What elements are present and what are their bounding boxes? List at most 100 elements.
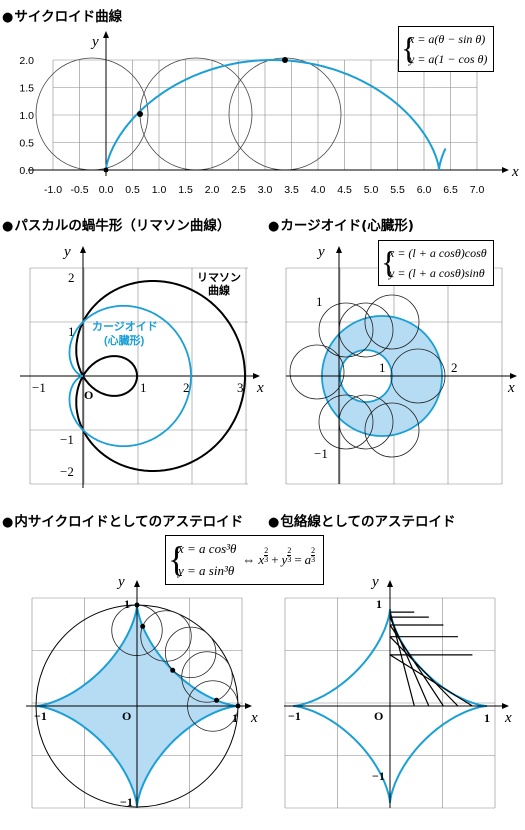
- cardioid-label-1-right: 1: [379, 360, 386, 375]
- cycloid-x-arrow-icon: [502, 167, 509, 173]
- implicit-a: a: [304, 552, 312, 567]
- cycloid-x-tick-label: 7.0: [470, 184, 485, 196]
- heading-cardioid: ●カージオイド(心臓形): [268, 214, 414, 234]
- brace-icon: {: [401, 30, 417, 66]
- pascal-x-label-1: 1: [140, 380, 147, 395]
- cycloid-y-tick-label: 0.0: [19, 165, 34, 177]
- cardioid-rolling-circle: [318, 302, 374, 358]
- pascal-panel: x y O −1 1 2 3 2 1 −1 −2 リマソン 曲線 カージオイド …: [20, 244, 264, 488]
- cycloid-origin-point: [103, 167, 109, 173]
- implicit-y: y: [281, 552, 288, 567]
- cycloid-y-tick-label: 1.5: [19, 83, 34, 95]
- cycloid-y-tick-label: 0.5: [19, 138, 34, 150]
- asteroid-formula-y: y = a sin³θ: [178, 563, 235, 578]
- hypocycloid-y-axis-label: y: [116, 574, 125, 590]
- limacon-curve: [75, 280, 246, 472]
- envelope-origin-label: O: [374, 709, 383, 723]
- cycloid-point-2: [282, 57, 288, 63]
- cycloid-y-axis-label: y: [90, 34, 99, 50]
- cycloid-x-tick-label: 6.0: [417, 184, 432, 196]
- pascal-x-label-2: 2: [183, 380, 190, 395]
- hypocycloid-rolling-circle: [164, 626, 217, 679]
- implicit-x: x: [258, 552, 265, 567]
- cycloid-x-tick-label: 2.0: [205, 184, 220, 196]
- cycloid-formula-x: x = a(θ − sin θ): [409, 32, 486, 46]
- cycloid-x-tick-label: 1.0: [152, 184, 167, 196]
- cycloid-x-tick-label: 6.5: [443, 184, 458, 196]
- cycloid-x-tick-label: 3.0: [258, 184, 273, 196]
- heading-pascal-text: パスカルの蝸牛形（リマソン曲線）: [14, 218, 231, 234]
- envelope-tangent-segment: [389, 654, 473, 707]
- hypocycloid-label-1-top: 1: [124, 597, 130, 611]
- pascal-y-arrow-icon: [80, 246, 86, 253]
- pascal-y-label-minus2: −2: [60, 464, 74, 479]
- cycloid-x-axis-label: x: [511, 164, 519, 180]
- pascal-x-label-minus1: −1: [32, 380, 46, 395]
- heading-cycloid-text: サイクロイド曲線: [14, 9, 123, 25]
- hypocycloid-label-1-right: 1: [232, 711, 238, 725]
- brace-icon: {: [168, 539, 186, 579]
- pascal-origin-label: O: [84, 388, 93, 402]
- heading-envelope: ●包絡線としてのアステロイド: [268, 510, 455, 530]
- envelope-x-arrow-icon: [502, 703, 509, 709]
- rolling-circle-3: [228, 57, 342, 171]
- cycloid-x-tick-label: 5.0: [364, 184, 379, 196]
- cardioid-x-arrow-icon: [510, 373, 517, 379]
- envelope-label-minus1-left: −1: [288, 709, 301, 723]
- bullet-icon: ●: [2, 219, 14, 234]
- cardioid-label-line2: (心臓形): [104, 333, 145, 347]
- hypocycloid-x-axis-label: x: [250, 710, 258, 726]
- cycloid-x-tick-label: 2.5: [231, 184, 246, 196]
- envelope-label-1-top: 1: [376, 597, 382, 611]
- limacon-label-line1: リマソン: [197, 271, 241, 284]
- pascal-x-arrow-icon: [253, 373, 260, 379]
- heading-cardioid-text: カージオイド(心臓形): [280, 218, 414, 234]
- cycloid-x-tick-label: -1.0: [44, 184, 62, 196]
- pascal-x-axis-label: x: [256, 380, 264, 396]
- hypocycloid-contact-point: [140, 623, 146, 629]
- limacon-label-line2: 曲線: [208, 283, 230, 297]
- envelope-x-axis-label: x: [504, 710, 512, 726]
- envelope-tangent-segment: [389, 624, 444, 707]
- implicit-plus: +: [271, 552, 279, 567]
- envelope-panel: x y O 1 1 −1 −1: [284, 574, 512, 809]
- cardioid-label-minus1: −1: [314, 446, 328, 461]
- cardioid-rolling-circle: [364, 402, 420, 458]
- heading-hypocycloid-text: 内サイクロイドとしてのアステロイド: [14, 514, 244, 530]
- envelope-tangent-segments: [389, 611, 473, 707]
- cycloid-x-tick-label: 4.5: [337, 184, 352, 196]
- cycloid-x-tick-label: 0.0: [99, 184, 114, 196]
- bullet-icon: ●: [2, 10, 14, 25]
- hypocycloid-label-minus1-left: −1: [34, 709, 47, 723]
- cycloid-curve: [105, 59, 447, 170]
- cycloid-y-tick-labels: 0.00.51.01.52.0: [19, 55, 34, 177]
- cycloid-y-tick-label: 2.0: [19, 55, 34, 67]
- cardioid-rolling-circle: [318, 394, 374, 450]
- pascal-y-label-minus1: −1: [60, 432, 74, 447]
- cardioid-formula-y: y = (l + a cosθ)sinθ: [389, 266, 485, 280]
- cardioid-label-2: 2: [451, 360, 458, 375]
- bullet-icon: ●: [268, 515, 280, 530]
- cycloid-y-arrow-icon: [103, 31, 109, 38]
- equivalence-arrow: ⇔: [242, 552, 256, 567]
- hypocycloid-panel: x y O 1 1 −1 −1: [26, 574, 258, 809]
- hypocycloid-rolling-circle: [140, 610, 192, 662]
- envelope-tangent-segment: [389, 616, 430, 707]
- cardioid-label-line1: カージオイド: [92, 320, 158, 333]
- heading-pascal: ●パスカルの蝸牛形（リマソン曲線）: [2, 214, 230, 234]
- cardioid-x-axis-label: x: [507, 380, 515, 396]
- cardioid-rolling-circles: [289, 294, 446, 458]
- heading-envelope-text: 包絡線としてのアステロイド: [280, 514, 456, 530]
- bullet-icon: ●: [268, 219, 280, 234]
- cycloid-x-tick-label: 5.5: [390, 184, 405, 196]
- pascal-y-label-1: 1: [68, 324, 75, 339]
- cycloid-point-1: [137, 111, 143, 117]
- hypocycloid-x-arrow-icon: [245, 703, 252, 709]
